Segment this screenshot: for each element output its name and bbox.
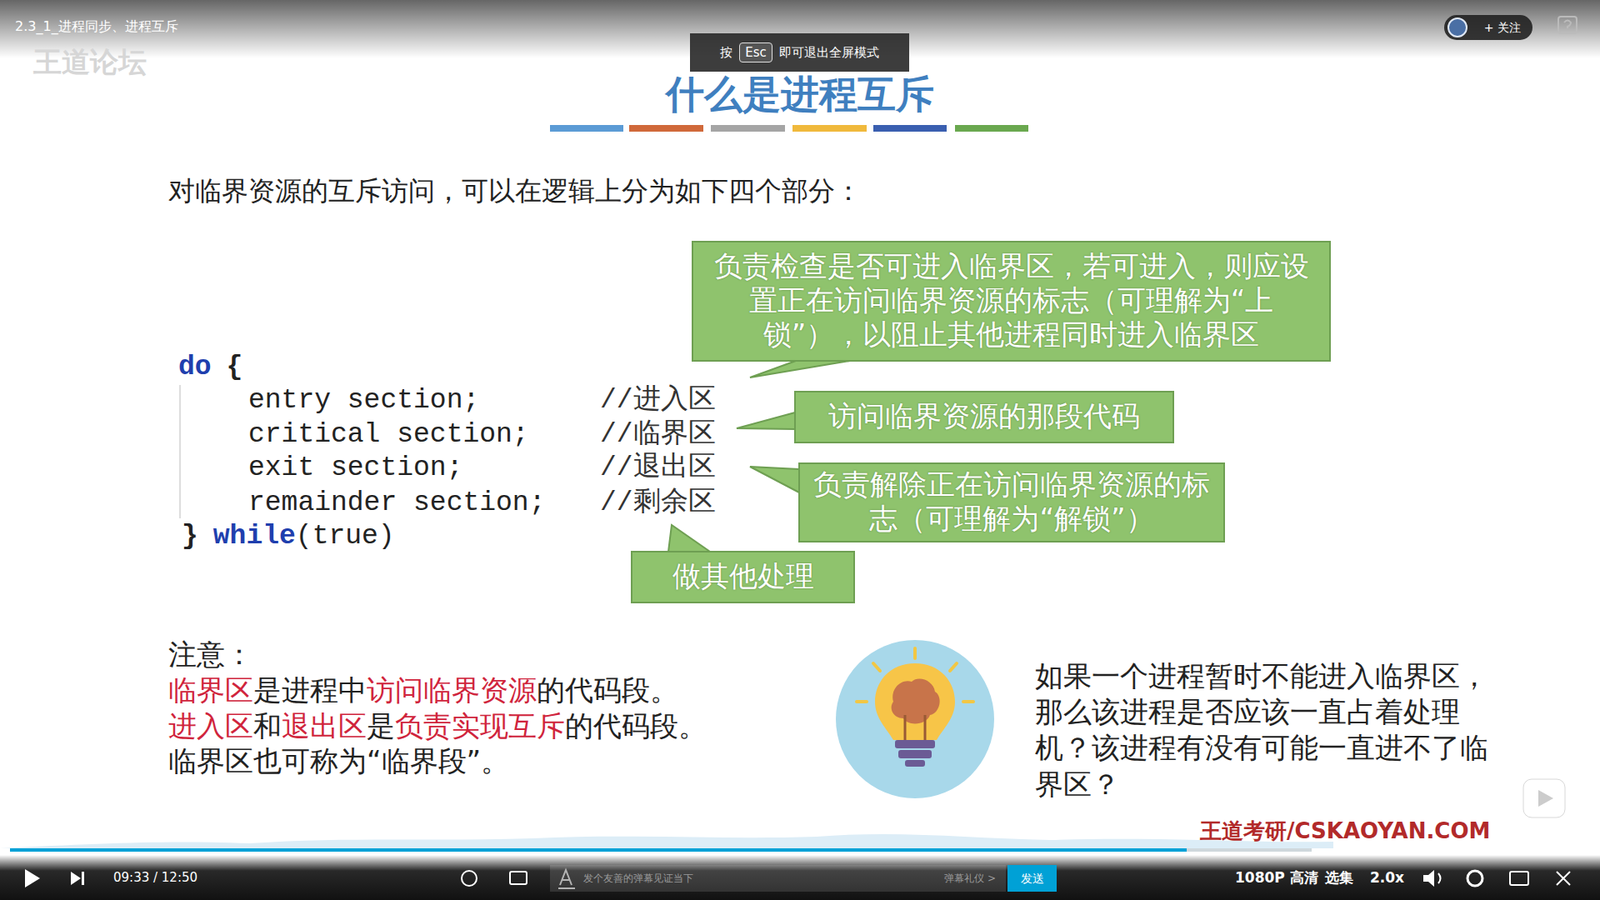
callout-pointer: [750, 360, 850, 378]
callout-box-text: 负责解除正在访问临界资源的标志（可理解为“解锁”）: [811, 467, 1212, 536]
bulb-backdrop: [835, 640, 995, 799]
intro-text: 对临界资源的互斥访问，可以在逻辑上分为如下四个部分：: [168, 175, 862, 207]
float-button: [1523, 779, 1565, 818]
energy-wave: [0, 834, 1334, 849]
note-text: 的代码段。: [536, 673, 679, 708]
deco-bar: [873, 125, 947, 132]
code-line: entry section;: [248, 384, 480, 418]
callout-box-text: 负责检查是否可进入临界区，若可进入，则应设置正在访问临界资源的标志（可理解为“上…: [705, 249, 1318, 351]
deco-bar: [710, 125, 785, 132]
code-comment: //退出区: [600, 451, 716, 485]
callout-box-text: 访问临界资源的那段代码: [807, 399, 1161, 434]
deco-bar: [792, 125, 867, 132]
follow-button: + 关注: [1444, 15, 1533, 40]
callout-box: 做其他处理: [630, 550, 855, 604]
note-text: 和: [253, 709, 282, 744]
key-cap: Esc: [739, 42, 773, 63]
speed-button: 2.0x: [1370, 869, 1405, 886]
code-guide: [179, 385, 181, 519]
code-comment: //进入区: [600, 384, 716, 418]
code-line: (true): [295, 520, 395, 554]
note-text: 临界区也可称为“临界段”。: [168, 744, 510, 779]
callout-pointer: [668, 525, 710, 552]
note-text: 的代码段。: [565, 709, 707, 744]
watermark: 王道论坛: [33, 45, 147, 80]
fullscreen-toast-text: 按: [720, 45, 733, 60]
callout-pointer: [750, 466, 800, 493]
note-highlight: 进入区: [168, 709, 254, 744]
bulb-base: [895, 740, 935, 749]
send-button: 发送: [1007, 865, 1057, 892]
code-line: exit section;: [248, 451, 463, 485]
code-keyword: do: [178, 350, 212, 385]
avatar-icon: [1447, 17, 1468, 38]
fullscreen-toast: 按 即可退出全屏模式 Esc: [690, 33, 910, 72]
deco-bar: [955, 125, 1029, 132]
watermark: 王道考研/CSKAOYAN.COM: [1200, 818, 1490, 845]
slide-title: 什么是进程互斥: [0, 71, 1600, 118]
note-highlight: 临界区: [168, 673, 254, 708]
note-text: 是进程中: [253, 673, 367, 708]
fullscreen-icon: [1556, 871, 1570, 885]
danmaku-input-text: 弹幕礼仪 >: [944, 872, 996, 885]
video-title: 2.3_1_进程同步、进程互斥: [15, 18, 179, 35]
danmaku-input-text: 发个友善的弹幕见证当下: [583, 872, 694, 885]
code-brace: {: [226, 350, 244, 385]
time-display: 09:33 / 12:50: [113, 870, 198, 885]
callout-box-text: 做其他处理: [644, 559, 842, 594]
play-icon: [25, 869, 40, 888]
key-cap-text: Esc: [745, 45, 767, 60]
code-line: remainder section;: [248, 486, 545, 520]
deco-bar: [550, 125, 624, 132]
bulb-brain: [891, 678, 940, 724]
note-highlight: 访问临界资源: [366, 673, 537, 708]
bulb-base: [898, 750, 932, 759]
code-keyword: while: [213, 520, 296, 554]
code-comment: //临界区: [600, 418, 716, 452]
bulb-glass: [875, 663, 955, 740]
bulb-base: [905, 760, 925, 767]
note-highlight: 退出区: [281, 709, 367, 744]
danmaku-settings: [510, 871, 527, 885]
lightbulb-icon: [835, 640, 995, 799]
episodes-button: 选集: [1325, 869, 1354, 886]
code-line: critical section;: [248, 418, 530, 452]
danmaku-input: 发个友善的弹幕见证当下 弹幕礼仪 >: [550, 865, 1006, 892]
code-comment: //剩余区: [600, 486, 716, 520]
next-icon: [70, 871, 85, 885]
callout-pointer: [736, 412, 795, 430]
help-icon: [1558, 16, 1577, 34]
player-bar: [0, 855, 1600, 900]
danmaku-toggle: [461, 870, 477, 886]
note-highlight: 负责实现互斥: [395, 709, 565, 744]
fullscreen-toast-text: 即可退出全屏模式: [779, 45, 880, 60]
question-text: 如果一个进程暂时不能进入临界区，那么该进程是否应该一直占着处理机？该进程有没有可…: [1035, 658, 1515, 803]
callout-box: 负责解除正在访问临界资源的标志（可理解为“解锁”）: [798, 462, 1225, 543]
widescreen-icon: [1510, 871, 1529, 885]
follow-button-text: + 关注: [1484, 20, 1521, 35]
volume-wave: [1438, 873, 1441, 884]
bulb-filament: [905, 715, 925, 740]
progress-played: [10, 848, 1187, 852]
deco-bar: [629, 125, 704, 132]
note-heading: 注意：: [168, 637, 254, 672]
code-brace: }: [181, 520, 199, 554]
volume-icon: [1423, 870, 1435, 887]
callout-box: 负责检查是否可进入临界区，若可进入，则应设置正在访问临界资源的标志（可理解为“上…: [691, 240, 1331, 362]
float-play: [1538, 790, 1554, 807]
note-text: 是: [366, 709, 395, 744]
callout-box: 访问临界资源的那段代码: [794, 390, 1175, 444]
progress-track: [10, 848, 1312, 852]
send-button-text: 发送: [1020, 871, 1045, 886]
help-glyph: [1564, 20, 1571, 30]
quality-button: 1080P 高清: [1235, 869, 1319, 886]
settings-icon: [1467, 870, 1483, 886]
